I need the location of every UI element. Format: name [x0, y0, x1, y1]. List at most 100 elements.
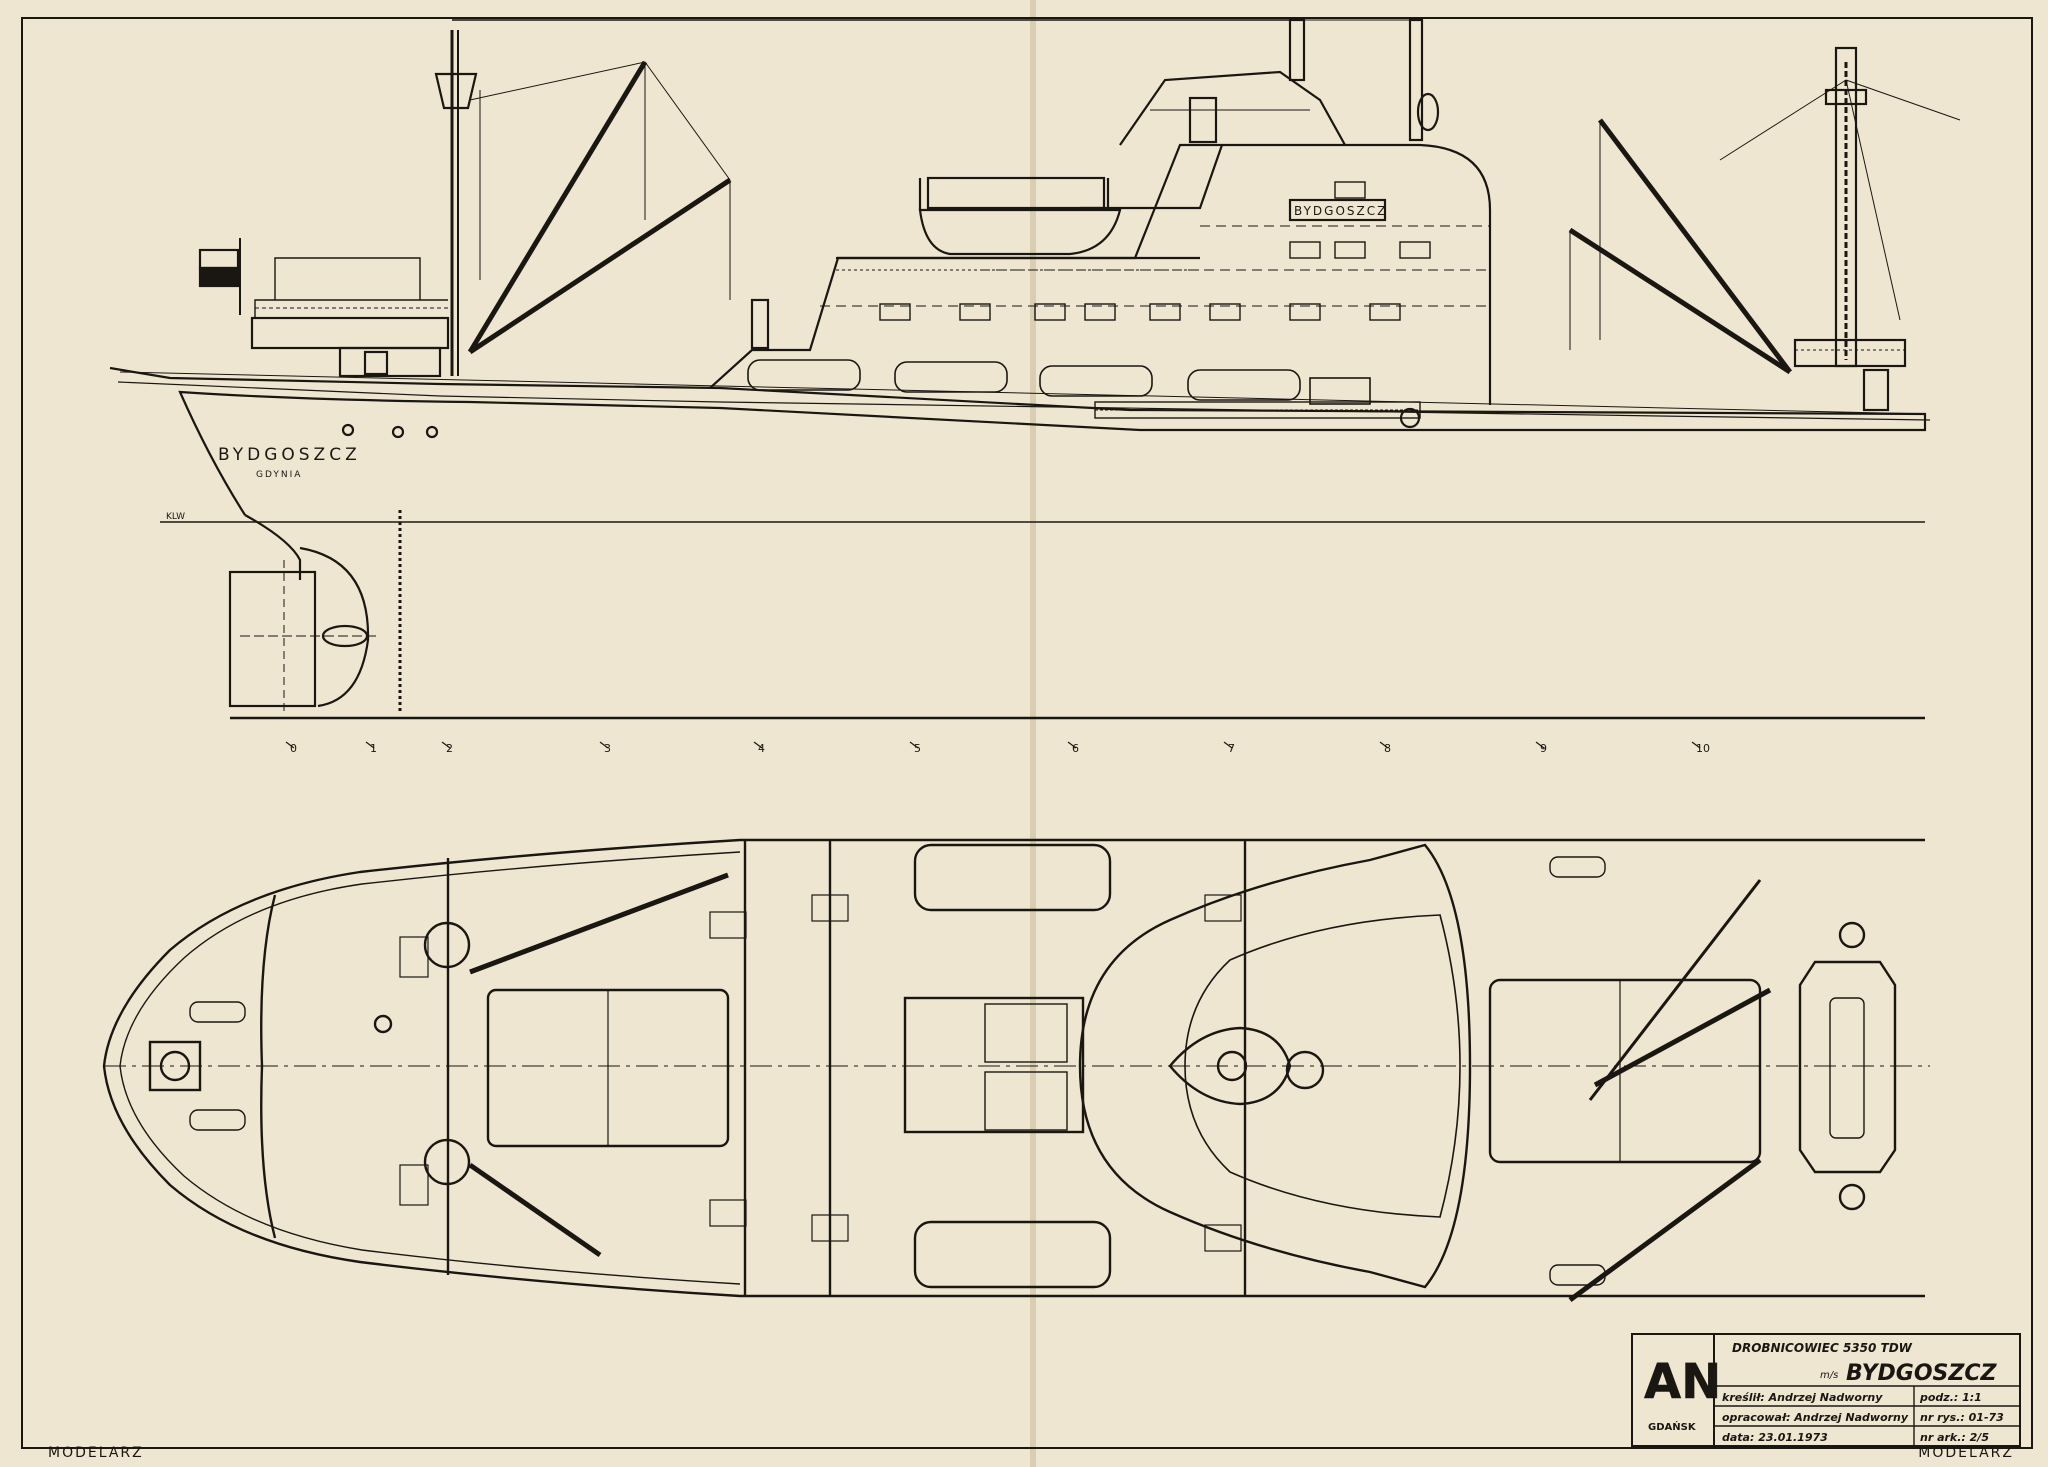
bridge-deck-outline	[1184, 914, 1461, 1218]
station-label: 10	[1696, 742, 1710, 755]
title-logo-mark: AN	[1644, 1354, 1721, 1410]
hull-window	[1039, 365, 1153, 397]
superstructure-windows	[879, 181, 1431, 321]
ladders	[399, 894, 1242, 1252]
waterline-label: KLW	[166, 512, 185, 522]
ladder	[399, 936, 429, 978]
hull-windows	[747, 359, 1371, 405]
aft-derrick-plan-1	[469, 872, 729, 975]
aft-derrick-boom-2	[468, 177, 732, 355]
station-tick	[599, 741, 609, 749]
aft-mast-base-stbd	[423, 1138, 471, 1186]
porthole	[425, 425, 439, 439]
fore-mast-winch	[1829, 997, 1865, 1139]
window	[1334, 181, 1366, 199]
title-type-line: DROBNICOWIEC 5350 TDW	[1732, 1341, 1913, 1355]
sheer-line	[117, 381, 1931, 421]
fwd-bollard	[1838, 921, 1866, 949]
aft-derrick-boom-1	[467, 60, 648, 354]
station-label: 2	[446, 742, 453, 755]
title-prepared-by: opracował: Andrzej Nadworny	[1722, 1411, 1909, 1424]
station-label: 4	[758, 742, 765, 755]
hull-name-label: BYDGOSZCZ	[218, 445, 361, 465]
fwd-bollard-pair	[1549, 856, 1606, 878]
porthole	[341, 423, 355, 437]
fore-derrick-plan-2	[1568, 1157, 1762, 1303]
skylight-upper	[984, 1003, 1068, 1063]
station-label: 5	[914, 742, 921, 755]
ladder	[709, 1199, 747, 1227]
station-label: 9	[1540, 742, 1547, 755]
ladder	[811, 1214, 849, 1242]
window	[1209, 303, 1241, 321]
fwd-bollard-pair	[1549, 1264, 1606, 1286]
station-tick	[365, 741, 375, 749]
title-ship-name: BYDGOSZCZ	[1846, 1361, 1997, 1386]
station-tick	[753, 741, 763, 749]
bollard-pair	[189, 1001, 246, 1023]
rudder	[228, 570, 317, 708]
station-label: 3	[604, 742, 611, 755]
title-date: data: 23.01.1973	[1722, 1431, 1828, 1444]
window	[959, 303, 991, 321]
title-block-frame	[1631, 1333, 2021, 1447]
poop-entrance	[338, 346, 442, 378]
porthole	[391, 425, 405, 439]
fore-mast-house	[1798, 960, 1897, 1174]
station-label: 0	[290, 742, 297, 755]
funnel-emblem	[1188, 96, 1218, 144]
fore-derrick-boom-2	[1568, 227, 1792, 375]
ventilator-cowl	[1416, 92, 1440, 132]
funnel-plan	[1168, 1026, 1292, 1106]
deck-line	[119, 371, 1926, 415]
flag-white	[198, 248, 240, 270]
fwd-bollard	[1838, 1183, 1866, 1211]
window	[1034, 303, 1066, 321]
hull-window	[1187, 369, 1301, 401]
funnel-center	[1216, 1050, 1248, 1082]
window	[879, 303, 911, 321]
ladder	[811, 894, 849, 922]
ventilator-plan	[373, 1014, 393, 1034]
fore-derrick-plan-1	[1593, 987, 1772, 1088]
window	[1149, 303, 1181, 321]
bridge-name-label: BYDGOSZCZ	[1294, 204, 1387, 218]
stern-awning	[274, 257, 421, 300]
window	[1084, 303, 1116, 321]
deck-outline	[102, 838, 1925, 1298]
title-drawing-no: nr rys.: 01-73	[1920, 1411, 2004, 1424]
fwd-cargo-hatch	[1488, 978, 1762, 1164]
fore-mast-crosstree	[1824, 88, 1868, 106]
lifeboat-davit-frame	[926, 176, 1106, 210]
stern-capstan	[159, 1050, 191, 1082]
midship-house-outline	[1078, 843, 1472, 1289]
bridge-nameboard	[1288, 198, 1387, 222]
title-ship-prefix: m/s	[1820, 1370, 1838, 1381]
deck-inner-outline	[119, 851, 741, 1285]
ladder	[1204, 1224, 1242, 1252]
stern-capstan-housing	[148, 1040, 202, 1092]
ladder	[709, 911, 747, 939]
window	[1289, 241, 1321, 259]
station-tick	[1379, 741, 1389, 749]
funnel-top	[1288, 18, 1306, 82]
station-label: 7	[1228, 742, 1235, 755]
fore-mast-stays	[1719, 79, 1961, 321]
aft-crowsnest	[434, 72, 478, 110]
anchor-hawse	[1399, 407, 1421, 429]
side-elevation-view	[109, 18, 1961, 720]
window	[1289, 303, 1321, 321]
station-tick	[909, 741, 919, 749]
home-port-label: GDYNIA	[256, 470, 302, 480]
bollard-pair	[189, 1109, 246, 1131]
window	[1369, 303, 1401, 321]
skylight-lower	[984, 1071, 1068, 1131]
forecastle-house	[1793, 338, 1907, 368]
station-tick	[1535, 741, 1545, 749]
station-tick	[1691, 741, 1701, 749]
title-block	[1631, 1333, 2021, 1447]
poop-front	[260, 894, 277, 1239]
title-sheet-no: nr ark.: 2/5	[1920, 1431, 1989, 1444]
station-label: 1	[370, 742, 377, 755]
hull-door	[1309, 377, 1371, 405]
